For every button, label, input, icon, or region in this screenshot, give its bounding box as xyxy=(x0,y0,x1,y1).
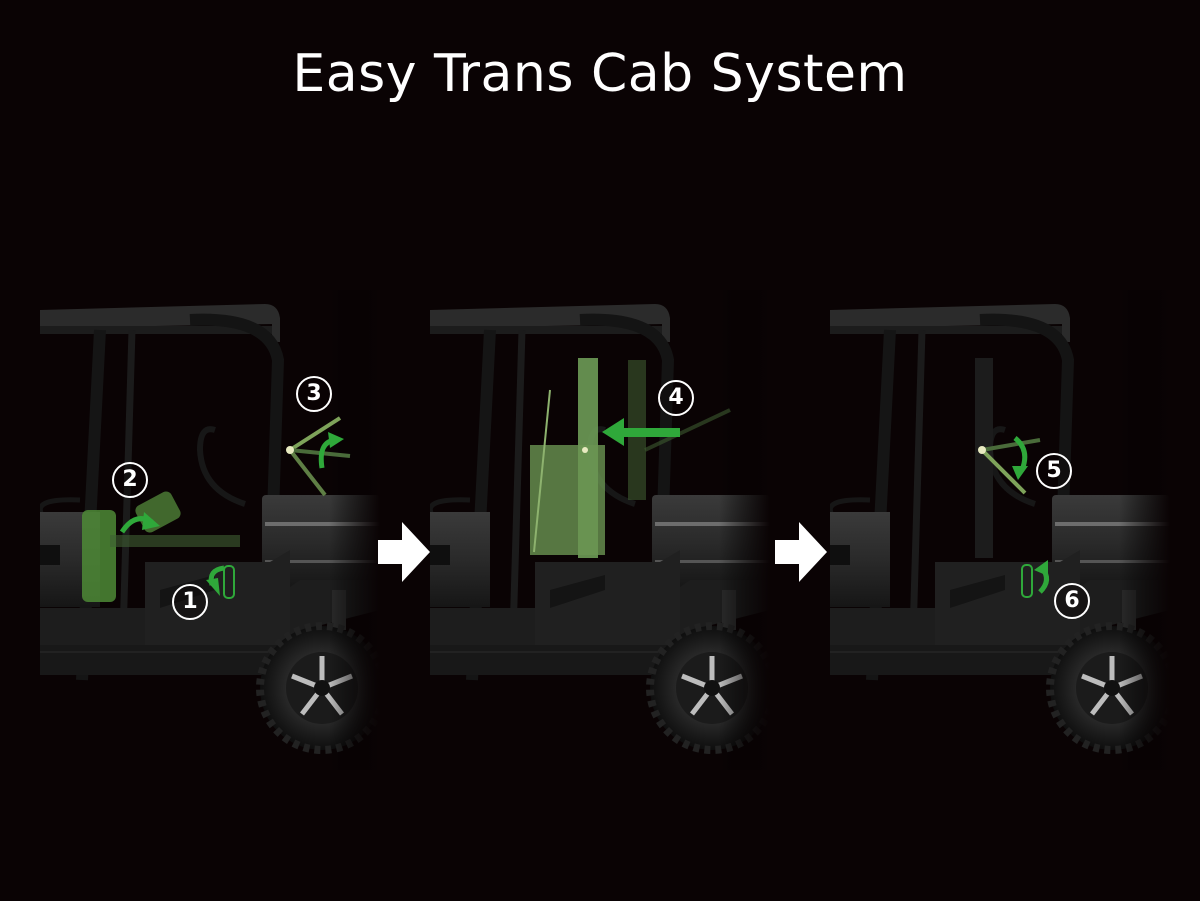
utv-illustration xyxy=(430,290,770,770)
step-badge-6: 6 xyxy=(1054,583,1090,619)
step-badge-3: 3 xyxy=(296,376,332,412)
step-badge-4: 4 xyxy=(658,380,694,416)
utv-illustration xyxy=(830,290,1170,770)
step-panel-3: 5 6 xyxy=(830,290,1170,770)
page-title: Easy Trans Cab System xyxy=(292,44,908,104)
step-panel-1: 1 2 3 xyxy=(40,290,380,770)
step-badge-2: 2 xyxy=(112,462,148,498)
step-badge-5: 5 xyxy=(1036,453,1072,489)
right-arrow-icon xyxy=(775,522,827,582)
right-arrow-icon xyxy=(378,522,430,582)
step-panel-2: 4 xyxy=(430,290,770,770)
step-badge-1: 1 xyxy=(172,584,208,620)
utv-illustration xyxy=(40,290,380,770)
